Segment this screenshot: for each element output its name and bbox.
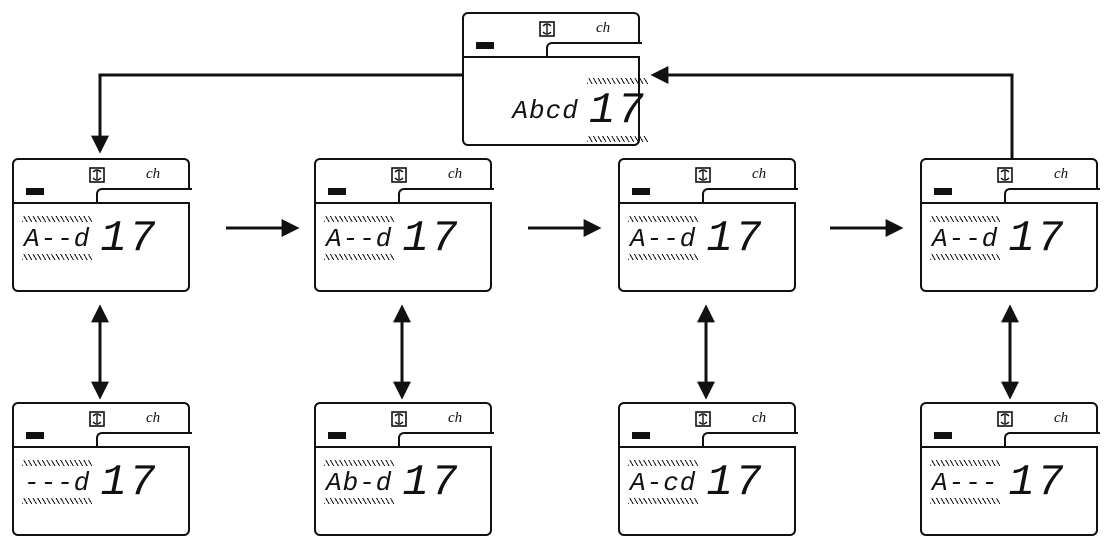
fan-icon xyxy=(997,167,1013,183)
battery-icon xyxy=(26,432,44,439)
battery-icon xyxy=(328,432,346,439)
battery-icon xyxy=(632,432,650,439)
fan-icon xyxy=(695,411,711,427)
channel-label: ch xyxy=(146,166,161,182)
code-text: A--d xyxy=(627,216,699,260)
number-text: 17 xyxy=(1008,214,1066,264)
battery-icon xyxy=(934,432,952,439)
channel-label: ch xyxy=(146,410,161,426)
fan-icon xyxy=(89,411,105,427)
arrow-last-to-top xyxy=(650,66,1014,158)
code-text: Abcd xyxy=(512,96,579,126)
channel-label: ch xyxy=(596,20,611,36)
number-text: 17 xyxy=(706,458,764,508)
battery-icon xyxy=(632,188,650,195)
fan-icon xyxy=(391,167,407,183)
channel-label: ch xyxy=(1054,410,1069,426)
code-text: A--- xyxy=(929,460,1001,504)
channel-label: ch xyxy=(1054,166,1069,182)
battery-icon xyxy=(476,42,494,49)
number-text: 17 xyxy=(100,458,158,508)
code-text: A-cd xyxy=(627,460,699,504)
battery-icon xyxy=(26,188,44,195)
battery-icon xyxy=(934,188,952,195)
code-text: ---d xyxy=(21,460,93,504)
number-text: 17 xyxy=(1008,458,1066,508)
code-text: A--d xyxy=(21,216,93,260)
arrow-top-to-first xyxy=(91,73,462,154)
number-text: 17 xyxy=(706,214,764,264)
fan-icon xyxy=(695,167,711,183)
fan-icon xyxy=(997,411,1013,427)
channel-label: ch xyxy=(752,410,767,426)
number-text: 17 xyxy=(402,458,460,508)
number-text: 17 xyxy=(100,214,158,264)
lcd-display: A---17 xyxy=(929,458,1066,508)
code-text: Ab-d xyxy=(323,460,395,504)
fan-icon xyxy=(539,21,555,37)
lcd-panel-r2-c4: ch A---17 xyxy=(920,402,1100,536)
channel-label: ch xyxy=(752,166,767,182)
code-text: A--d xyxy=(929,216,1001,260)
channel-label: ch xyxy=(448,166,463,182)
fan-icon xyxy=(89,167,105,183)
number-text: 17 xyxy=(586,78,648,142)
battery-icon xyxy=(328,188,346,195)
code-text: A--d xyxy=(323,216,395,260)
fan-icon xyxy=(391,411,407,427)
channel-label: ch xyxy=(448,410,463,426)
number-text: 17 xyxy=(402,214,460,264)
